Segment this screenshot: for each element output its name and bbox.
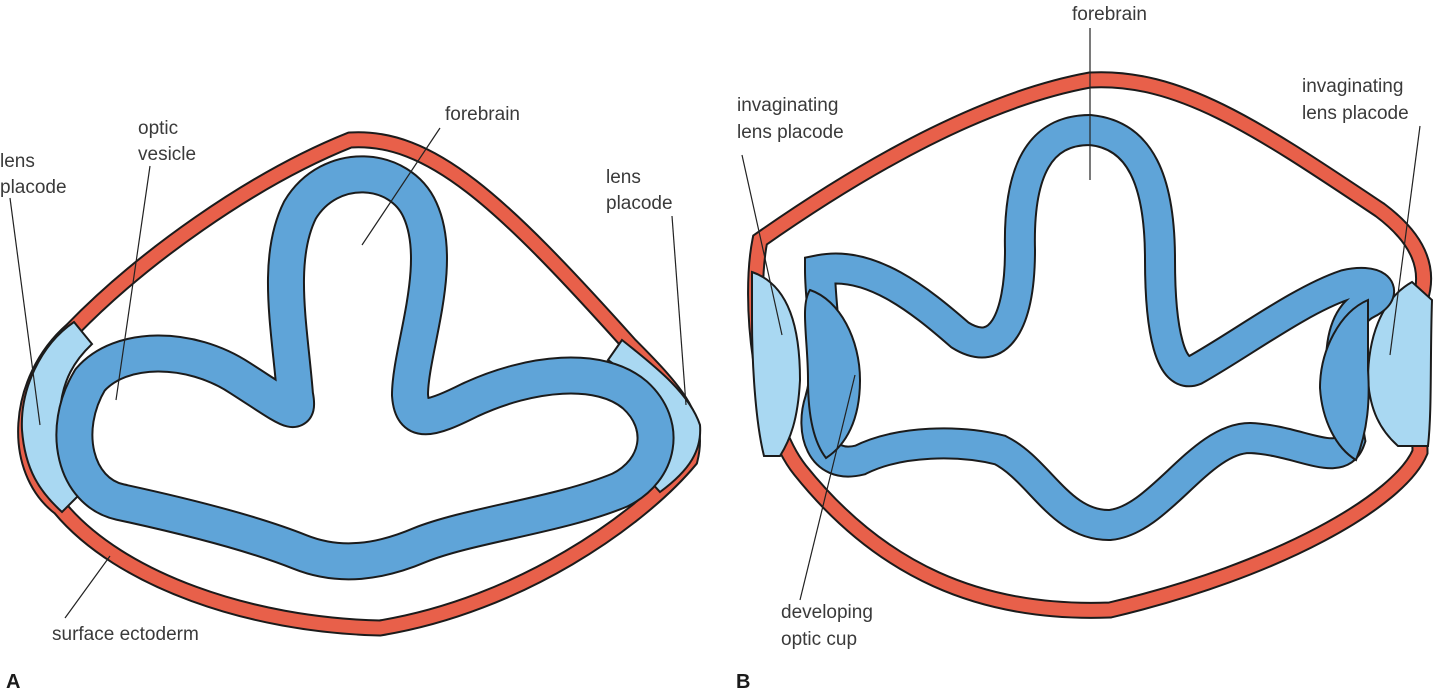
leader-lens-placode-left-a: [9, 197, 41, 426]
leader-optic-cup: [799, 374, 856, 601]
label-forebrain-a: forebrain: [445, 104, 520, 125]
leader-optic-vesicle: [115, 165, 151, 401]
optic-cup-right: [1318, 298, 1370, 462]
label-invag-right-line2: lens placode: [1302, 103, 1409, 124]
leader-invag-left: [741, 154, 783, 336]
label-optic-vesicle-line2: vesicle: [138, 144, 196, 165]
label-optic-vesicle-line1: optic: [138, 118, 178, 139]
neural-tube-b: [800, 113, 1395, 541]
leader-lens-placode-right-a: [671, 215, 687, 406]
panel-b: forebrain invaginating lens placode inva…: [736, 4, 1434, 693]
label-lens-placode-left-line1: lens: [0, 151, 35, 172]
leader-invag-right: [1389, 125, 1421, 356]
label-invag-left-line2: lens placode: [737, 122, 844, 143]
label-optic-cup-line1: developing: [781, 602, 873, 623]
label-invag-left-line1: invaginating: [737, 95, 838, 116]
leader-forebrain-a: [361, 127, 441, 246]
label-optic-cup-line2: optic cup: [781, 629, 857, 650]
panel-letter-b: B: [736, 671, 750, 693]
invaginating-lens-placode-left: [751, 270, 802, 457]
label-invag-right-line1: invaginating: [1302, 76, 1403, 97]
label-surface-ectoderm: surface ectoderm: [52, 624, 199, 645]
panel-a: lens placode optic vesicle forebrain len…: [0, 104, 702, 693]
optic-cup-left: [803, 288, 862, 460]
label-lens-placode-right-line1: lens: [606, 167, 641, 188]
invaginating-lens-placode-right: [1366, 280, 1434, 447]
label-forebrain-b: forebrain: [1072, 4, 1147, 25]
label-lens-placode-right-line2: placode: [606, 193, 673, 214]
label-lens-placode-left-line2: placode: [0, 177, 67, 198]
neural-tube-a: [55, 155, 675, 581]
leader-surface-ectoderm: [64, 555, 111, 619]
panel-letter-a: A: [6, 671, 20, 693]
